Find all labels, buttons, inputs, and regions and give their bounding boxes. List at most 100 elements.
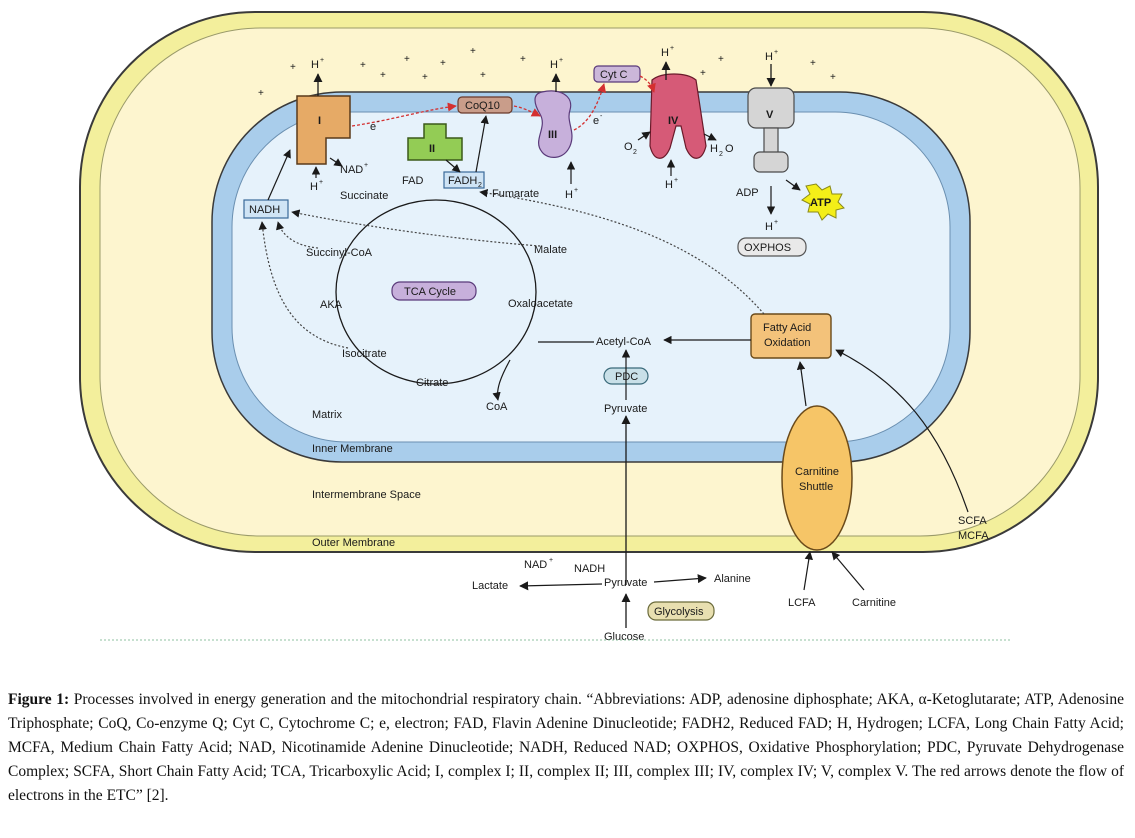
adp-label: ADP: [736, 187, 759, 199]
complex-v-proton-in: H: [765, 51, 773, 63]
inner-membrane-label: Inner Membrane: [312, 443, 393, 455]
subscript: 2: [719, 151, 723, 158]
adp-to-atp-arrow: [785, 179, 801, 191]
oxphos-label: OXPHOS: [744, 242, 791, 254]
electron-flow-i-to-coq: [351, 102, 457, 127]
lactate-label: Lactate: [472, 580, 508, 592]
fatty-acid-oxidation-line1: Fatty Acid: [763, 322, 811, 334]
aka-label: AKA: [320, 299, 343, 311]
nadh-dotted-from-malate: [291, 209, 541, 247]
tca-cycle-box: [391, 281, 477, 301]
complex-v-label: V: [766, 109, 774, 121]
superscript: -: [600, 113, 603, 120]
svg-text:+: +: [258, 88, 264, 99]
mcfa-label: MCFA: [958, 530, 989, 542]
superscript: +: [774, 219, 778, 226]
carnitine-shuttle-line1: Carnitine: [795, 466, 839, 478]
caption-text: Processes involved in energy generation …: [8, 691, 1124, 804]
scfa-label: SCFA: [958, 515, 987, 527]
coq10-label: CoQ10: [465, 100, 500, 112]
complex-iv-proton-out: H: [661, 47, 669, 59]
figure-caption: Figure 1: Processes involved in energy g…: [8, 688, 1124, 808]
svg-text:+: +: [480, 70, 486, 81]
nadh-dotted-from-succinyl: [276, 221, 319, 249]
fatty-acid-oxidation-box: [750, 313, 832, 359]
h2o-label: H: [710, 143, 718, 155]
coq10-carrier: [457, 96, 513, 114]
glucose-label: Glucose: [604, 631, 644, 643]
complex-v-head: [747, 87, 795, 129]
svg-text:+: +: [380, 70, 386, 81]
tca-cycle-ring: [335, 199, 537, 385]
complex-iv-label: IV: [668, 115, 679, 127]
fad-label: FAD: [402, 175, 423, 187]
superscript: +: [574, 187, 578, 194]
fadh2-box: [443, 171, 485, 189]
cytc-carrier: [593, 65, 641, 83]
complex-iii-proton-in: H: [565, 189, 573, 201]
nadh-dotted-from-isocitrate: [258, 221, 349, 349]
tca-cycle-label: TCA Cycle: [404, 286, 456, 298]
fadh2-label: FADH: [448, 175, 477, 187]
superscript: +: [670, 45, 674, 52]
complex-i-label: I: [318, 115, 321, 127]
lcfa-label: LCFA: [788, 597, 816, 609]
alanine-label: Alanine: [714, 573, 751, 585]
succinyl-coa-label: Succinyl-CoA: [306, 247, 373, 259]
electron-label-1: e: [370, 121, 376, 133]
superscript: +: [549, 557, 553, 564]
complex-iv-proton-in: H: [665, 179, 673, 191]
carnitine-to-shuttle-arrow: [831, 551, 865, 591]
svg-text:+: +: [520, 54, 526, 65]
o2-arrow: [637, 131, 651, 141]
superscript: +: [320, 57, 324, 64]
pdc-label: PDC: [615, 371, 638, 383]
cytc-label: Cyt C: [600, 69, 628, 81]
complex-iv: [649, 73, 707, 159]
pyruvate-to-alanine-arrow: [653, 574, 707, 584]
electron-flow-iii-to-cytc: [573, 83, 607, 131]
electron-label-2: e: [593, 115, 599, 127]
nadh-to-complex-i-arrow: [267, 149, 291, 201]
malate-label: Malate: [534, 244, 567, 256]
electron-flow-coq-to-iii: [513, 105, 541, 117]
cytosol-pyruvate-label: Pyruvate: [604, 577, 647, 589]
complex-ii-to-fadh2-arrow: [445, 159, 461, 173]
shuttle-to-fao-arrow: [796, 361, 807, 407]
outer-membrane-label: Outer Membrane: [312, 537, 395, 549]
cytosol-nad-plus-label: NAD: [524, 559, 547, 571]
complex-v-base: [753, 151, 789, 173]
svg-text:+: +: [404, 54, 410, 65]
matrix-shape: [231, 111, 951, 443]
scfa-to-fao-arrow: [835, 349, 969, 513]
superscript: +: [319, 179, 323, 186]
carnitine-label: Carnitine: [852, 597, 896, 609]
cytosol-nadh-label: NADH: [574, 563, 605, 575]
atp-burst: [801, 183, 845, 221]
pyruvate-to-lactate-arrow: [519, 581, 603, 591]
fatty-acid-oxidation-line2: Oxidation: [764, 337, 810, 349]
nadh-box: [243, 199, 289, 219]
subscript: 2: [633, 149, 637, 156]
svg-text:+: +: [360, 60, 366, 71]
nadh-label: NADH: [249, 204, 280, 216]
h2o-o-label: O: [725, 143, 734, 155]
lcfa-to-shuttle-arrow: [803, 551, 813, 591]
superscript: +: [559, 57, 563, 64]
svg-text:+: +: [470, 46, 476, 57]
svg-text:+: +: [700, 68, 706, 79]
superscript: +: [774, 49, 778, 56]
complex-v-stalk: [763, 127, 779, 155]
complex-i-nad-arrow: [329, 157, 343, 167]
electron-flow-cytc-to-iv: [639, 75, 656, 93]
svg-text:+: +: [718, 54, 724, 65]
fumarate-label: Fumarate: [492, 188, 539, 200]
atp-label: ATP: [810, 197, 831, 209]
svg-text:+: +: [830, 72, 836, 83]
subscript: 2: [478, 182, 482, 189]
svg-text:+: +: [440, 58, 446, 69]
superscript: +: [364, 162, 368, 169]
complex-i-proton-out: H: [311, 59, 319, 71]
glycolysis-label: Glycolysis: [654, 606, 704, 618]
o2-label: O: [624, 141, 633, 153]
